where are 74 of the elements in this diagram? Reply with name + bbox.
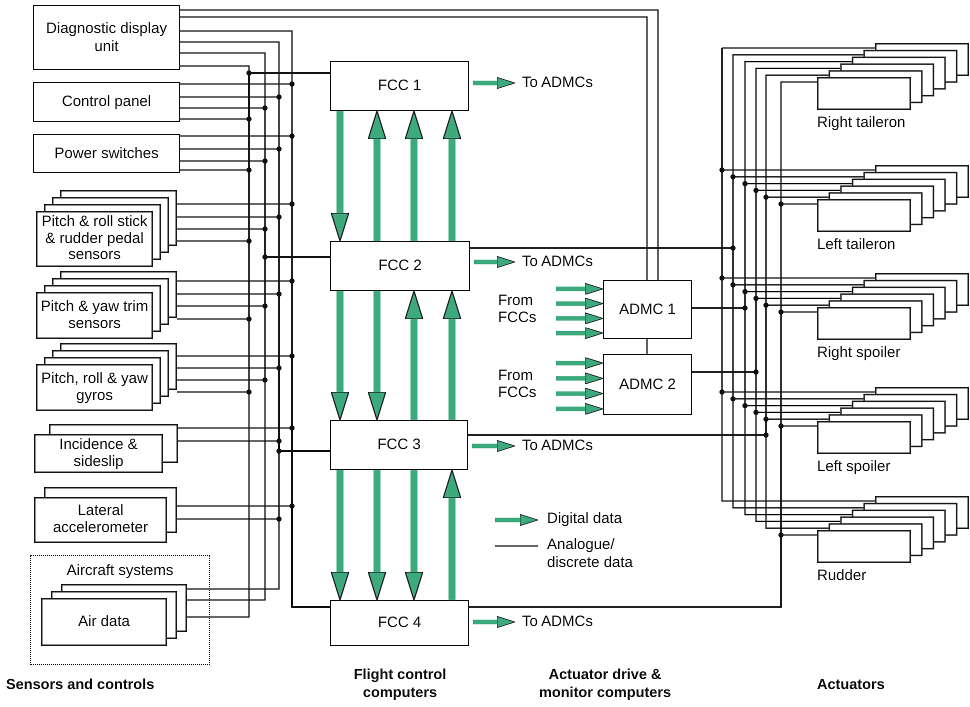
annotation-text: To ADMCs bbox=[522, 612, 604, 632]
box-label: Air data bbox=[77, 612, 131, 632]
column-heading: Actuator drive & monitor computers bbox=[538, 666, 672, 702]
group-frame bbox=[30, 555, 210, 665]
unit-box: Control panel bbox=[33, 82, 180, 122]
data-arrow bbox=[556, 282, 604, 295]
box-label: Left taileron bbox=[817, 235, 896, 255]
wire bbox=[186, 450, 330, 590]
wire bbox=[469, 534, 817, 608]
data-arrow bbox=[474, 256, 516, 268]
annotation-text: To ADMCs bbox=[522, 73, 604, 93]
data-arrow bbox=[472, 440, 516, 452]
computer-box: FCC 4 bbox=[330, 600, 469, 646]
data-arrow bbox=[330, 291, 350, 421]
wire bbox=[721, 47, 875, 49]
computer-box: FCC 1 bbox=[330, 61, 469, 111]
data-arrow bbox=[556, 357, 604, 370]
computer-box: FCC 3 bbox=[330, 420, 468, 470]
data-arrow bbox=[368, 291, 386, 421]
wire bbox=[721, 47, 875, 502]
data-arrow bbox=[556, 372, 604, 384]
data-arrow bbox=[473, 76, 516, 90]
sensor-stack bbox=[34, 487, 177, 543]
annotation-text: From FCCs bbox=[498, 280, 556, 339]
computer-box: FCC 2 bbox=[330, 241, 470, 291]
wire bbox=[470, 247, 864, 508]
unit-box: Power switches bbox=[33, 134, 180, 173]
wire bbox=[646, 339, 648, 354]
sensor-stack bbox=[36, 190, 177, 267]
computer-box: ADMC 2 bbox=[603, 354, 692, 415]
data-arrow bbox=[404, 290, 424, 420]
wire bbox=[177, 505, 330, 608]
data-arrow bbox=[556, 312, 604, 324]
group-title: Aircraft systems bbox=[66, 561, 174, 581]
data-arrow bbox=[404, 110, 424, 241]
box-label: Pitch, roll & yaw gyros bbox=[40, 368, 149, 406]
sensor-stack bbox=[41, 584, 187, 646]
data-arrow bbox=[556, 402, 604, 415]
data-arrow bbox=[556, 298, 604, 310]
data-arrow bbox=[404, 470, 424, 601]
annotation-text: To ADMCs bbox=[522, 253, 604, 271]
column-heading: Sensors and controls bbox=[6, 676, 156, 694]
data-arrow bbox=[368, 470, 386, 601]
wire bbox=[692, 307, 852, 516]
unit-box: Diagnostic display unit bbox=[33, 5, 180, 70]
box-label: Left spoiler bbox=[817, 457, 890, 477]
data-arrow bbox=[442, 290, 462, 420]
column-heading: Flight control computers bbox=[352, 666, 448, 702]
wire bbox=[468, 434, 829, 529]
wire bbox=[692, 371, 840, 522]
sensor-stack bbox=[34, 424, 178, 473]
data-arrow bbox=[473, 616, 516, 628]
data-arrow bbox=[368, 110, 386, 241]
computer-box: ADMC 1 bbox=[603, 280, 692, 339]
box-label: Rudder bbox=[817, 566, 866, 586]
box-label: Incidence & sideslip bbox=[58, 435, 139, 472]
box-label: Pitch & roll stick & rudder pedal sensors bbox=[40, 212, 148, 266]
sensor-stack bbox=[36, 343, 177, 411]
column-heading: Actuators bbox=[817, 676, 886, 694]
data-arrow bbox=[556, 327, 604, 340]
box-label: Right spoiler bbox=[817, 343, 900, 363]
data-arrow bbox=[330, 111, 350, 242]
legend-text: Digital data bbox=[547, 510, 624, 528]
annotation-text: To ADMCs bbox=[522, 436, 604, 456]
data-arrow bbox=[556, 388, 604, 400]
box-label: Right taileron bbox=[817, 113, 906, 133]
annotation-text: From FCCs bbox=[498, 354, 556, 415]
data-arrow bbox=[330, 470, 350, 601]
legend-text: Analogue/ discrete data bbox=[547, 536, 634, 572]
sensor-stack bbox=[36, 271, 177, 339]
data-arrow bbox=[442, 469, 462, 600]
data-arrow bbox=[442, 110, 462, 241]
box-label: Pitch & yaw trim sensors bbox=[40, 296, 150, 334]
box-label: Lateral accelerometer bbox=[52, 501, 150, 538]
